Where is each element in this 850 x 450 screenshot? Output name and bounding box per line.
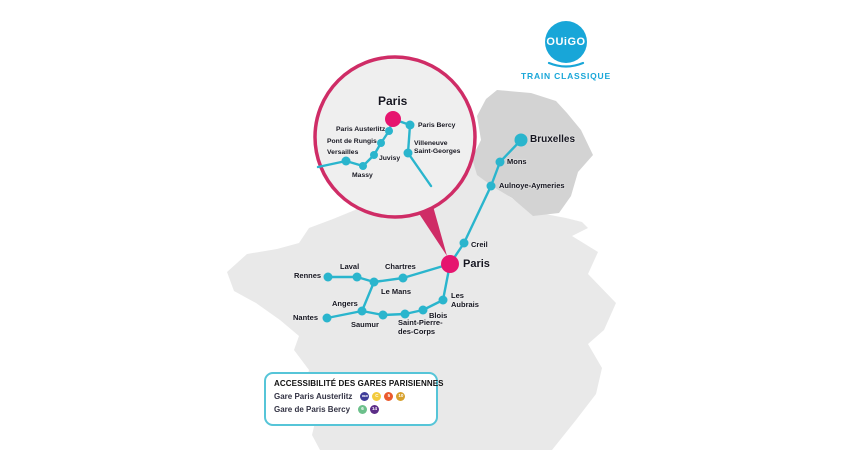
label-les-aubrais: Les Aubrais xyxy=(451,291,479,309)
label-saint-pierre-des-corps: Saint-Pierre-des-Corps xyxy=(398,318,443,336)
label-nantes: Nantes xyxy=(293,313,319,322)
inset-dot-massy xyxy=(359,162,367,170)
label-rennes: Rennes xyxy=(294,271,322,280)
station-dot-rennes xyxy=(323,272,333,282)
rer-icon: RER xyxy=(360,392,370,401)
inset-dot-versailles xyxy=(341,156,351,166)
inset-route-southeast xyxy=(391,117,433,188)
label-bruxelles: Bruxelles xyxy=(530,134,576,145)
label-laval: Laval xyxy=(340,262,360,271)
metro-line-14-icon: 14 xyxy=(370,405,380,414)
logo-tagline: TRAIN CLASSIQUE xyxy=(521,71,611,81)
station-dot-angers xyxy=(357,306,367,316)
legend-row-austerlitz: Gare Paris Austerlitz RER C 5 10 xyxy=(274,392,428,401)
inset-dot-paris-bercy xyxy=(405,120,415,130)
inset-dot-paris-austerlitz xyxy=(385,127,393,135)
legend-title: ACCESSIBILITÉ DES GARES PARISIENNES xyxy=(274,379,444,388)
logo-smile-icon xyxy=(547,61,585,68)
ouigo-logo: OUiGO xyxy=(545,21,587,63)
station-dot-laval xyxy=(352,272,362,282)
france-shape xyxy=(227,90,616,450)
label-le-mans: Le Mans xyxy=(381,287,412,296)
inset-circle xyxy=(313,55,477,219)
label-chartres: Chartres xyxy=(385,262,416,271)
label-paris-austerlitz: Paris Austerlitz xyxy=(336,126,386,133)
inset-dot-pont-de-rungis xyxy=(377,139,385,147)
inset-dot-juvisy xyxy=(370,151,378,159)
label-paris-bercy: Paris Bercy xyxy=(418,122,456,129)
rer-c-icon: C xyxy=(372,392,382,401)
label-blois: Blois xyxy=(429,311,448,320)
metro-line-10-icon: 10 xyxy=(396,392,406,401)
legend-label-austerlitz: Gare Paris Austerlitz xyxy=(274,392,353,401)
metro-line-6-icon: 6 xyxy=(358,405,368,414)
label-versailles: Versailles xyxy=(327,149,359,156)
inset-dot-villeneuve xyxy=(403,148,413,158)
label-mons: Mons xyxy=(507,157,527,166)
station-dot-chartres xyxy=(398,273,408,283)
inset-dot-paris xyxy=(385,111,401,127)
metro-line-5-icon: 5 xyxy=(384,392,394,401)
station-dot-le-mans xyxy=(369,277,379,287)
label-massy: Massy xyxy=(352,172,373,179)
station-dot-bruxelles xyxy=(514,133,528,147)
legend-row-bercy: Gare de Paris Bercy 6 14 xyxy=(274,405,428,414)
label-paris: Paris xyxy=(463,258,490,270)
label-angers: Angers xyxy=(332,299,358,308)
station-dot-saumur xyxy=(378,310,388,320)
inset-title-paris: Paris xyxy=(378,94,408,108)
label-aulnoye-aymeries: Aulnoye-Aymeries xyxy=(499,181,565,190)
label-villeneuve-saint-georges: Villeneuve Saint-Georges xyxy=(414,140,461,155)
station-dot-nantes xyxy=(322,313,332,323)
label-saumur: Saumur xyxy=(351,320,379,329)
station-dot-aulnoye xyxy=(486,181,496,191)
ouigo-logo-text: OUiGO xyxy=(546,36,586,48)
station-dot-paris xyxy=(441,255,459,273)
station-dot-mons xyxy=(495,157,505,167)
legend-label-bercy: Gare de Paris Bercy xyxy=(274,405,351,414)
station-dot-les-aubrais xyxy=(438,295,448,305)
station-dot-saint-pierre-des-corps xyxy=(400,309,410,319)
label-creil: Creil xyxy=(471,240,488,249)
station-dot-blois xyxy=(418,305,428,315)
label-juvisy: Juvisy xyxy=(379,155,401,162)
legend-box: ACCESSIBILITÉ DES GARES PARISIENNES Gare… xyxy=(264,372,444,426)
station-dot-creil xyxy=(459,238,469,248)
label-pont-de-rungis: Pont de Rungis xyxy=(327,138,377,145)
belgium-shape xyxy=(472,90,593,216)
